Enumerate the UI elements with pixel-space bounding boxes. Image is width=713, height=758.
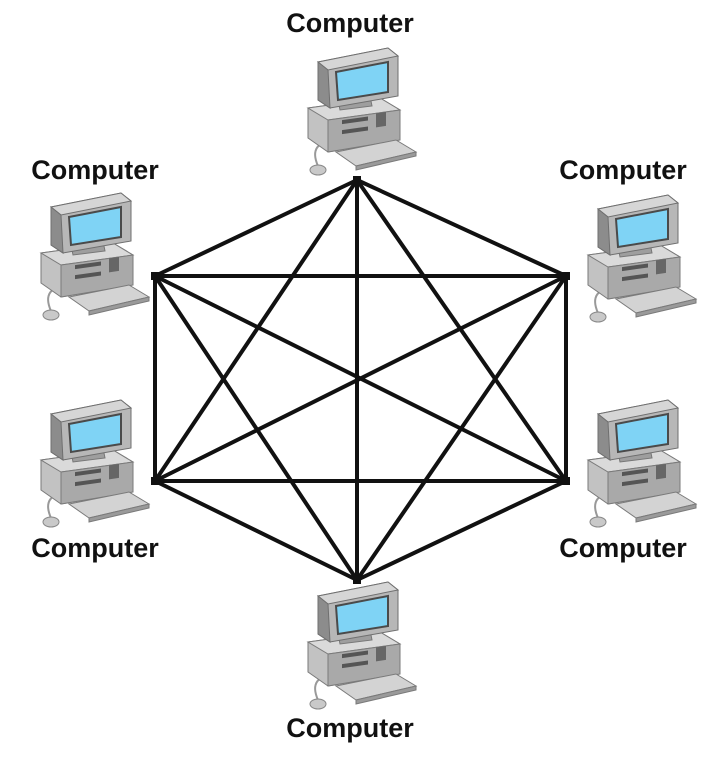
link-lowright-bottom <box>355 479 568 582</box>
computer-bottom-label: Computer <box>286 713 414 743</box>
computer-bottom-icon <box>307 581 417 710</box>
link-top-upleft <box>153 178 359 278</box>
computer-upright-icon <box>587 194 697 323</box>
computer-top-icon <box>307 47 417 176</box>
connector-bottom <box>353 576 361 584</box>
connector-upright <box>562 272 570 280</box>
connector-lowleft <box>151 477 159 485</box>
connector-top <box>353 176 361 184</box>
link-top-lowleft <box>153 178 359 483</box>
computer-upleft-icon <box>40 192 150 321</box>
computer-upright-label: Computer <box>559 155 687 185</box>
link-lowleft-bottom <box>153 479 359 582</box>
computer-top-label: Computer <box>286 8 414 38</box>
computer-lowright-icon <box>587 399 697 528</box>
computer-lowleft-icon <box>40 399 150 528</box>
computer-lowleft-label: Computer <box>31 533 159 563</box>
connector-upleft <box>151 272 159 280</box>
link-upright-bottom <box>355 274 568 582</box>
link-upleft-bottom <box>153 274 359 582</box>
computer-upleft-label: Computer <box>31 155 159 185</box>
network-links <box>151 176 570 584</box>
link-upright-lowleft <box>153 274 568 483</box>
computer-lowright-label: Computer <box>559 533 687 563</box>
connector-lowright <box>562 477 570 485</box>
link-top-upright <box>355 178 568 278</box>
link-top-lowright <box>355 178 568 483</box>
